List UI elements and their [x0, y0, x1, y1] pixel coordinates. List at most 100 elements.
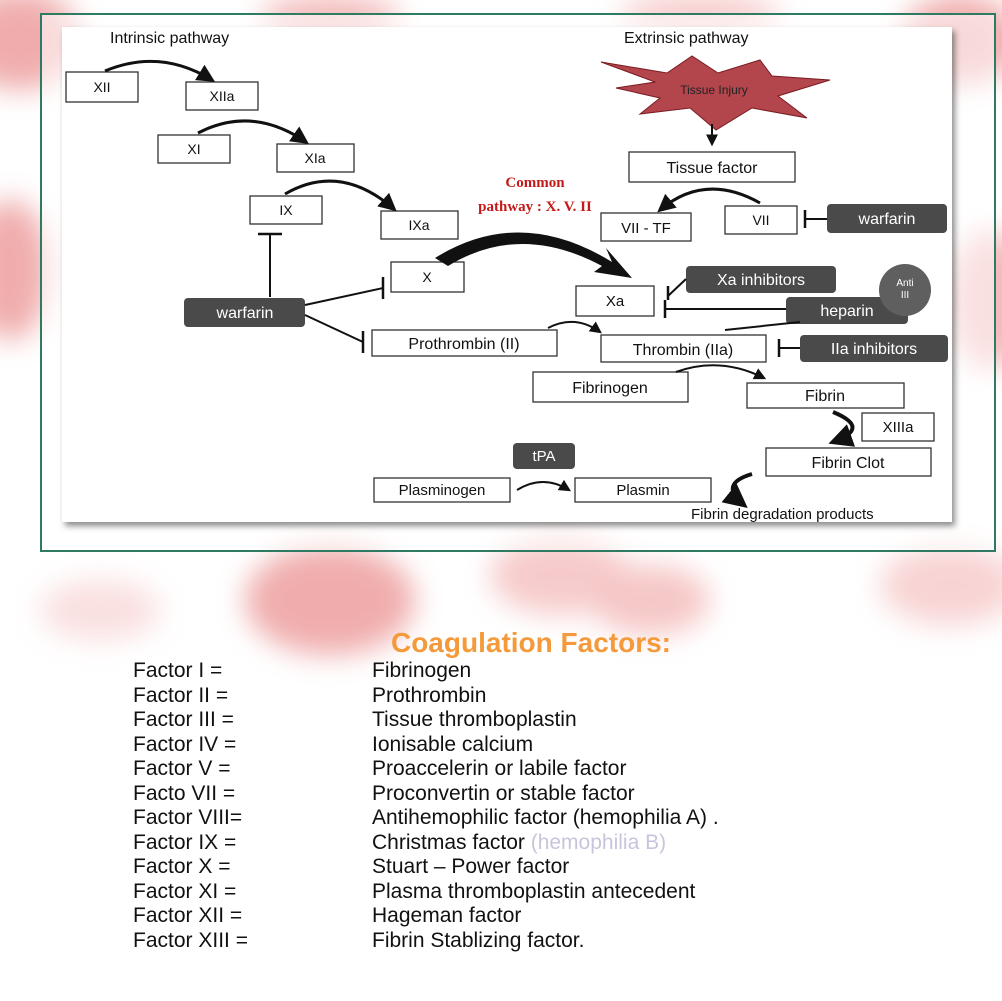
- box-fibrin: [746, 382, 905, 409]
- box-xii: [65, 71, 139, 103]
- factor-name: Tissue thromboplastin: [372, 708, 577, 731]
- anti-iii-label-1: Anti: [896, 278, 913, 289]
- iia-inhibitors-label: IIa inhibitors: [831, 341, 917, 358]
- label-xia: XIa: [304, 150, 325, 166]
- box-tissue-factor: [628, 151, 796, 183]
- arrow-fibrin-clot: [828, 410, 856, 447]
- factor-number: Factor II =: [133, 683, 229, 707]
- box-plasmin: [574, 477, 712, 503]
- factor-number: Facto VII =: [133, 781, 236, 805]
- iia-inhibitors-badge: [800, 335, 948, 362]
- box-xiiia: [861, 412, 935, 442]
- common-pathway-line1: Common: [505, 175, 565, 191]
- arrow-ii-iia: [547, 321, 602, 334]
- label-fibrin: Fibrin: [805, 388, 845, 405]
- box-ix: [249, 195, 323, 225]
- tpa-badge: [513, 443, 575, 469]
- fibrin-degradation-label: Fibrin degradation products: [691, 506, 874, 523]
- factor-number: Factor XIII =: [133, 928, 248, 952]
- label-xii: XII: [93, 79, 110, 95]
- factor-number: Factor IV =: [133, 732, 237, 756]
- box-xia: [276, 143, 355, 173]
- anti-iii-label-2: III: [901, 290, 909, 301]
- label-xiia: XIIa: [210, 88, 235, 104]
- box-plasminogen: [373, 477, 511, 503]
- label-fibrin-clot: Fibrin Clot: [812, 455, 885, 472]
- factor-name: Ionisable calcium: [372, 732, 534, 756]
- tissue-injury-starburst: [600, 55, 831, 131]
- arrow-clot-degradation: [721, 472, 753, 509]
- heparin-label: heparin: [820, 303, 873, 320]
- factor-name: Stuart – Power factor: [372, 855, 570, 878]
- label-ix: IX: [279, 202, 293, 218]
- factor-number: Factor X =: [133, 855, 231, 878]
- warfarin-right-badge: [827, 204, 947, 233]
- factor-name: Proconvertin or stable factor: [372, 781, 635, 805]
- box-x: [390, 261, 465, 293]
- box-xi: [157, 134, 231, 164]
- factor-name: Prothrombin: [372, 683, 487, 707]
- warfarin-right-label: warfarin: [858, 211, 916, 228]
- extrinsic-pathway-title: Extrinsic pathway: [624, 30, 749, 47]
- xa-inhibitors-label: Xa inhibitors: [717, 272, 805, 289]
- label-plasmin: Plasmin: [616, 482, 669, 499]
- box-vii: [724, 205, 798, 235]
- factor-number: Factor IX =: [133, 830, 237, 854]
- box-fibrinogen: [532, 371, 689, 403]
- label-thrombin: Thrombin (IIa): [633, 342, 733, 359]
- factor-name: Hageman factor: [372, 904, 522, 927]
- label-tissue-factor: Tissue factor: [667, 160, 759, 177]
- box-fibrin-clot: [765, 447, 932, 477]
- factor-name: Fibrin Stablizing factor.: [372, 928, 585, 952]
- coagulation-cascade-diagram: Intrinsic pathway Extrinsic pathway XII …: [65, 30, 948, 523]
- box-xiia: [185, 81, 259, 111]
- factor-number: Factor V =: [133, 757, 231, 780]
- label-ixa: IXa: [408, 217, 429, 233]
- antithrombin-iii-circle: [879, 264, 931, 316]
- arrow-ix-ixa: [284, 179, 397, 212]
- arrow-xii-xiia: [104, 59, 216, 82]
- tissue-injury-label: Tissue Injury: [680, 83, 748, 97]
- label-x: X: [422, 269, 432, 285]
- label-prothrombin: Prothrombin (II): [408, 336, 519, 353]
- factor-number: Factor VIII=: [133, 806, 243, 829]
- factor-number: Factor III =: [133, 708, 234, 731]
- warfarin-x-inhibit-line: [304, 287, 384, 306]
- warfarin-ii-inhibit-line: [304, 314, 364, 343]
- xa-inhibitors-line: [667, 278, 687, 297]
- factor-note: (hemophilia B): [524, 830, 667, 854]
- heparin-badge: [786, 297, 908, 324]
- arrow-plasminogen-plasmin: [516, 479, 572, 492]
- common-pathway-line2: pathway : X. V. II: [478, 199, 592, 215]
- factor-name: Antihemophilic factor (hemophilia A) .: [372, 806, 719, 829]
- box-ixa: [380, 210, 459, 240]
- arrow-xi-xia: [197, 119, 309, 145]
- label-plasminogen: Plasminogen: [399, 482, 486, 499]
- factor-number: Factor I =: [133, 659, 223, 682]
- warfarin-left-label: warfarin: [216, 305, 274, 322]
- warfarin-left-badge: [184, 298, 305, 327]
- intrinsic-pathway-title: Intrinsic pathway: [110, 30, 229, 47]
- label-xiiia: XIIIa: [883, 419, 915, 436]
- arrow-fibrinogen-fibrin: [675, 364, 767, 380]
- box-xa: [575, 285, 655, 317]
- coagulation-factors-heading: Coagulation Factors:: [390, 627, 671, 658]
- box-thrombin: [600, 334, 767, 363]
- box-vii-tf: [600, 212, 692, 242]
- factor-name: Christmas factor (hemophilia B): [372, 830, 667, 854]
- factor-number: Factor XII =: [133, 904, 243, 927]
- arrow-vii-viitf: [657, 187, 761, 213]
- factor-number: Factor XI =: [133, 879, 237, 903]
- label-xa: Xa: [606, 293, 625, 310]
- factor-name: Plasma thromboplastin antecedent: [372, 879, 696, 903]
- label-vii-tf: VII - TF: [621, 220, 671, 237]
- heparin-thrombin-line: [724, 321, 801, 331]
- xa-inhibitors-badge: [686, 266, 836, 293]
- big-arrow-x-xa: [435, 232, 632, 278]
- factor-name: Proaccelerin or labile factor: [372, 757, 627, 780]
- box-prothrombin: [371, 329, 558, 357]
- label-xi: XI: [187, 141, 200, 157]
- tpa-label: tPA: [532, 448, 555, 465]
- label-vii: VII: [752, 212, 769, 228]
- factor-name: Fibrinogen: [372, 659, 472, 682]
